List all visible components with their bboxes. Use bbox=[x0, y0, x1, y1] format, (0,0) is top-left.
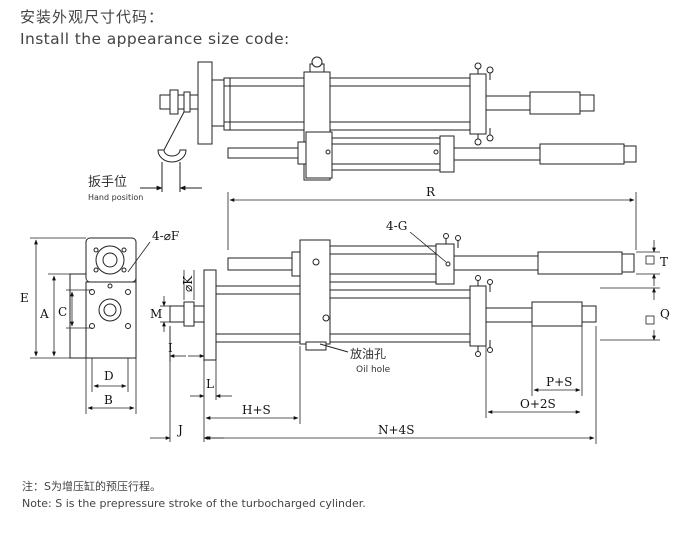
note-english: Note: S is the prepressure stroke of the… bbox=[22, 497, 366, 510]
top-view bbox=[140, 56, 637, 192]
dim-ps bbox=[531, 326, 583, 396]
note: 注：S为增压缸的预压行程。 Note: S is the prepressure… bbox=[22, 478, 366, 512]
note-chinese: 注：S为增压缸的预压行程。 bbox=[22, 480, 161, 493]
main-view bbox=[169, 233, 635, 361]
label-d: D bbox=[104, 369, 114, 383]
label-q: Q bbox=[660, 307, 670, 321]
leader-4g bbox=[409, 231, 447, 263]
header: 安装外观尺寸代码： Install the appearance size co… bbox=[20, 6, 290, 50]
dim-hs bbox=[205, 346, 301, 424]
square-symbol-t bbox=[645, 255, 655, 265]
dim-r bbox=[227, 192, 637, 250]
label-b: B bbox=[104, 393, 113, 407]
hand-position-cn: 扳手位 bbox=[88, 174, 127, 190]
label-e: E bbox=[20, 291, 29, 305]
dim-q bbox=[600, 287, 660, 341]
dim-t bbox=[636, 240, 660, 286]
dim-a bbox=[48, 273, 70, 357]
title-chinese: 安装外观尺寸代码： bbox=[20, 8, 165, 26]
oil-hole-cn: 放油孔 bbox=[350, 346, 386, 361]
label-a: A bbox=[39, 307, 49, 321]
end-view bbox=[69, 237, 137, 359]
label-l: L bbox=[206, 377, 214, 391]
label-4g: 4-G bbox=[386, 219, 407, 233]
label-i: I bbox=[168, 341, 173, 355]
square-symbol-q bbox=[645, 315, 655, 325]
dim-e bbox=[30, 237, 86, 359]
dim-c bbox=[66, 289, 92, 329]
dim-m bbox=[160, 296, 170, 332]
dim-b bbox=[85, 358, 137, 414]
dim-k bbox=[183, 270, 195, 300]
hand-position-en: Hand position bbox=[88, 193, 143, 202]
label-k: ⌀K bbox=[181, 275, 195, 292]
dim-n4s bbox=[205, 326, 597, 444]
leader-4f bbox=[127, 241, 151, 273]
label-j: J bbox=[176, 423, 183, 437]
label-r: R bbox=[426, 185, 436, 199]
dim-i bbox=[169, 326, 205, 362]
label-t: T bbox=[660, 255, 668, 269]
title-english: Install the appearance size code: bbox=[20, 30, 290, 48]
dim-o2s bbox=[485, 346, 581, 418]
dim-d bbox=[91, 358, 129, 392]
label-c: C bbox=[58, 305, 67, 319]
label-n4s: N+4S bbox=[378, 423, 414, 437]
dim-l bbox=[190, 360, 232, 400]
label-m: M bbox=[150, 307, 162, 321]
oil-hole-en: Oil hole bbox=[356, 365, 391, 375]
label-4f: 4-⌀F bbox=[152, 229, 179, 243]
label-hs: H+S bbox=[242, 403, 271, 417]
label-o2s: O+2S bbox=[520, 397, 556, 411]
label-ps: P+S bbox=[546, 375, 572, 389]
